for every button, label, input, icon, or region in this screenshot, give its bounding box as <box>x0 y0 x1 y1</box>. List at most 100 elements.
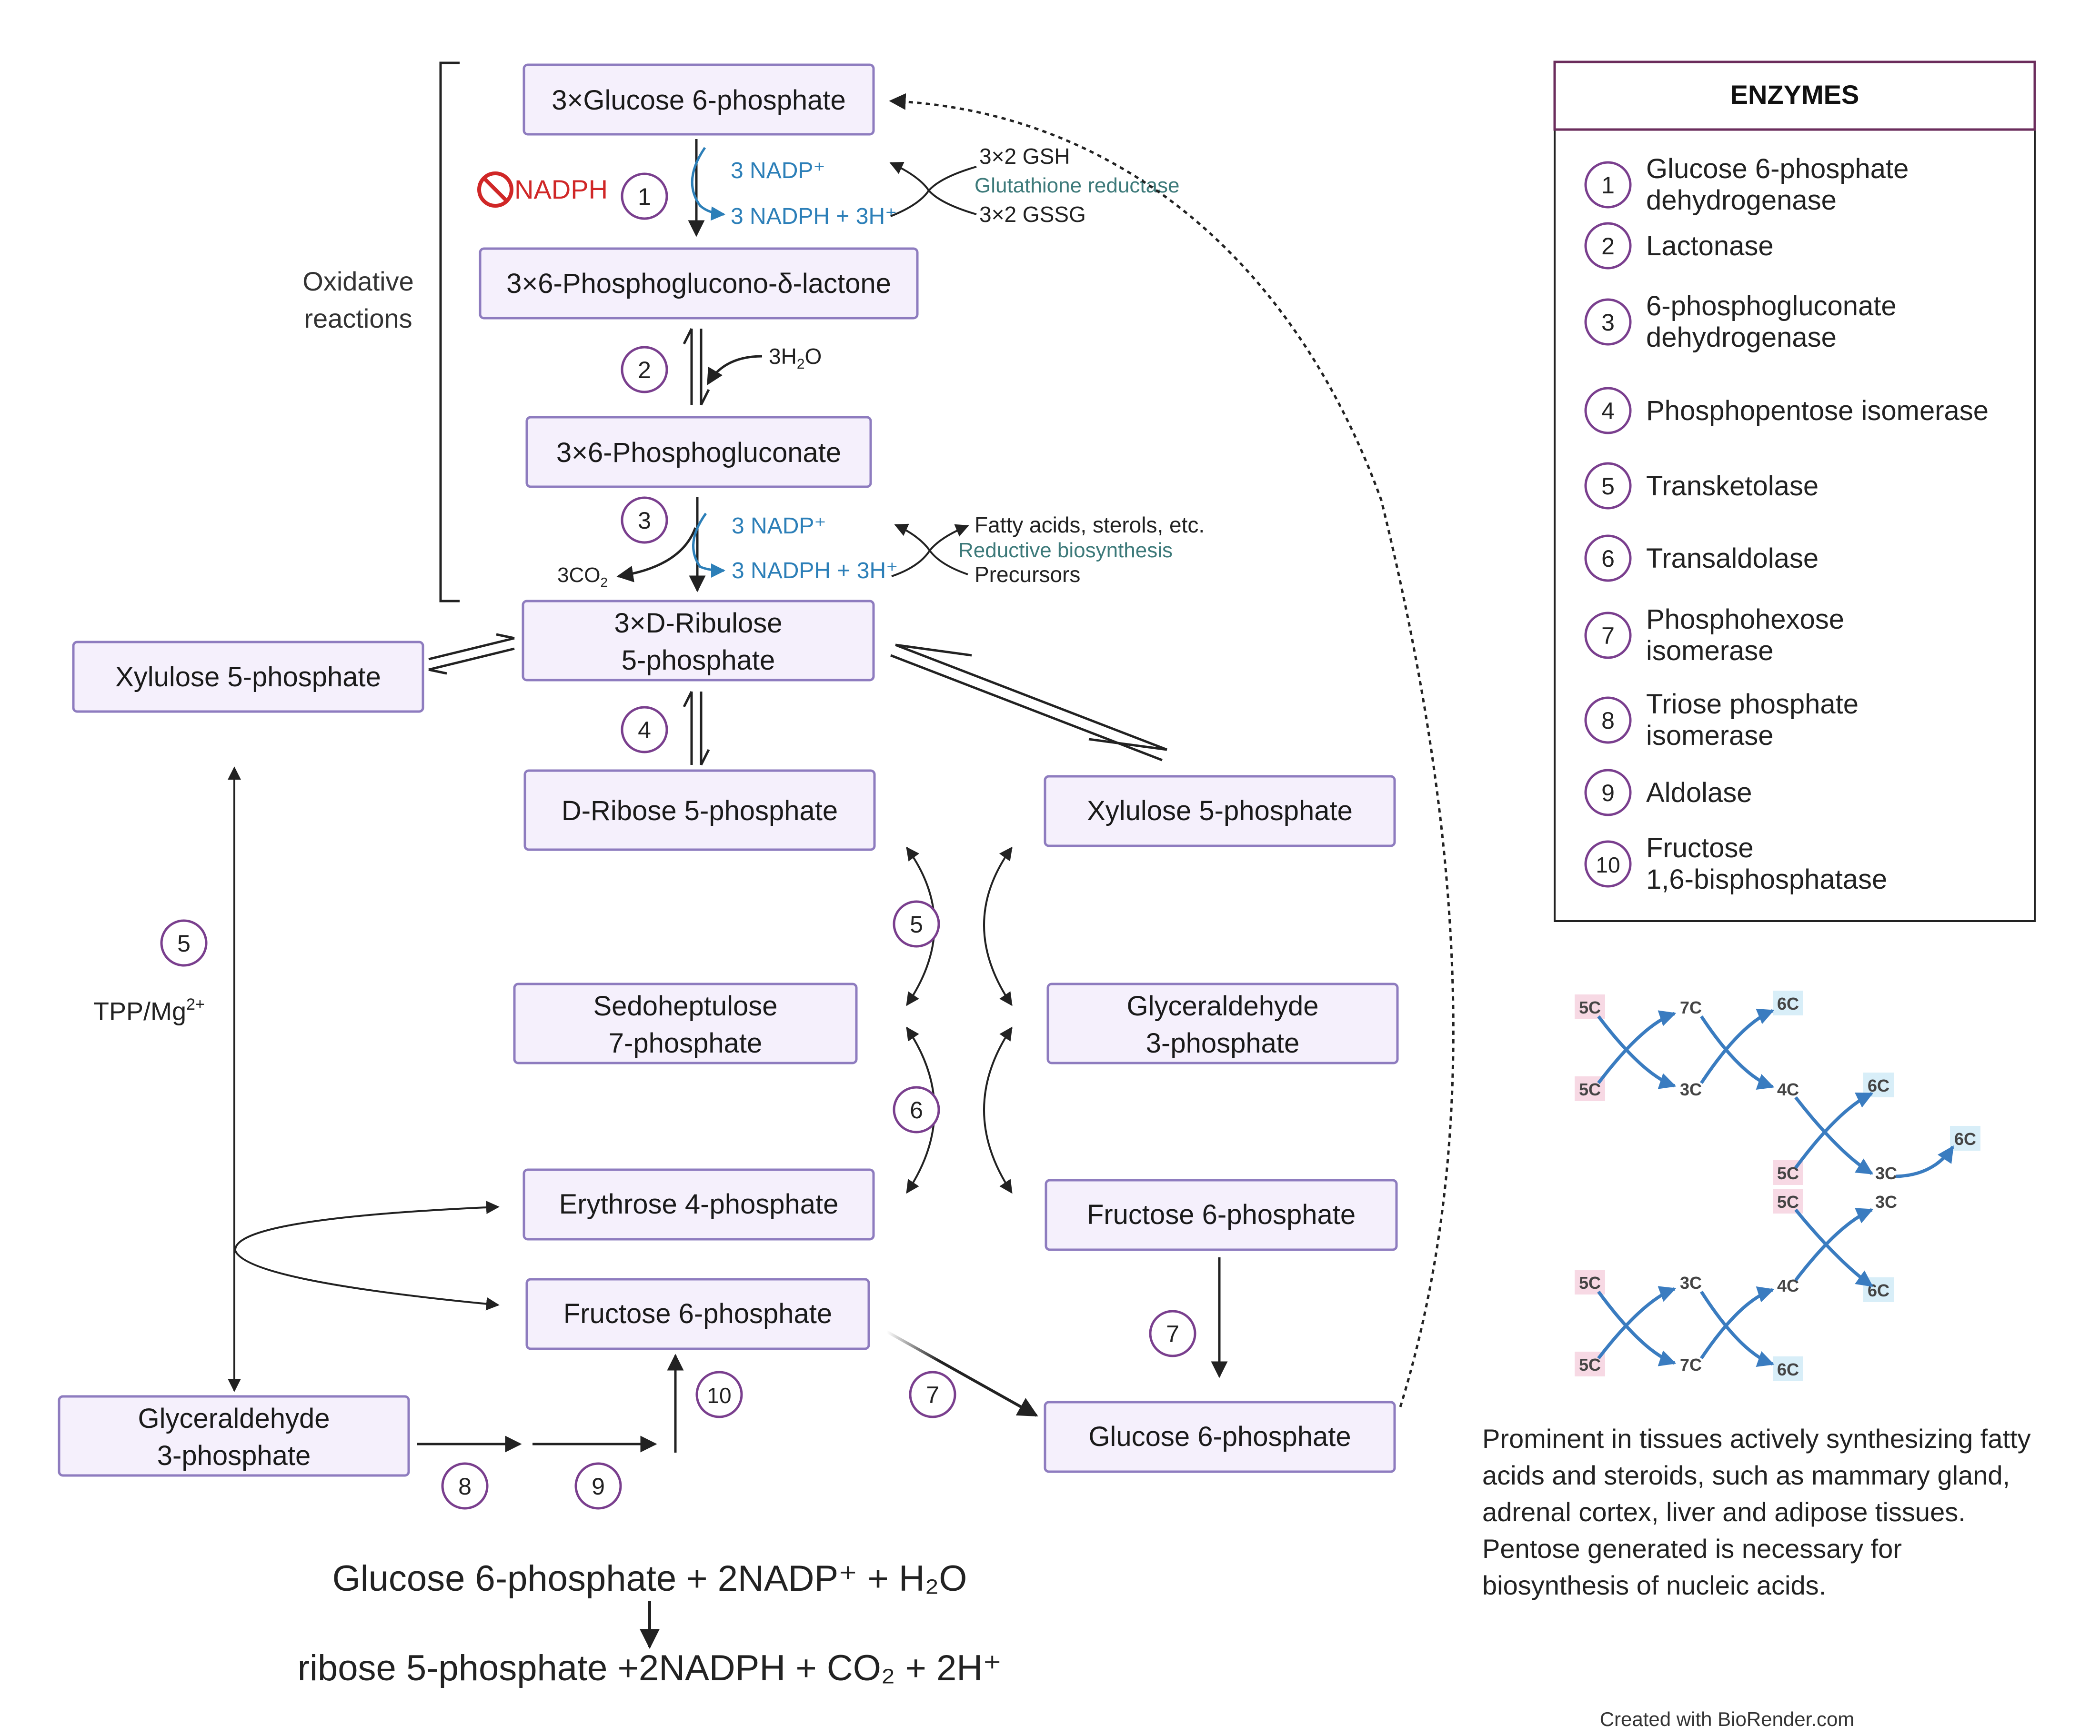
carbon-transfer-arrow <box>1597 1290 1677 1366</box>
enzyme-item: 4 Phosphopentose isomerase <box>1584 387 1989 434</box>
carbon-transfer-arrow <box>1597 1010 1677 1084</box>
water-label: 3H2O <box>769 344 822 372</box>
svg-text:1: 1 <box>638 183 651 210</box>
enzyme-number-circle <box>1584 769 1632 816</box>
nadp-cofactor-curve-step1 <box>691 147 725 221</box>
equation-line-1: Glucose 6-phosphate + 2NADP⁺ + H₂O <box>332 1558 967 1599</box>
svg-text:3×D-Ribulose: 3×D-Ribulose <box>614 608 782 639</box>
carbon-label: 3C <box>1875 1192 1897 1212</box>
carbon-label: 6C <box>1773 1356 1803 1381</box>
enzyme-number: 4 <box>1601 398 1615 424</box>
nadp-cofactor-curve-step3 <box>692 512 725 578</box>
carbon-transfer-arrow <box>1700 1291 1775 1367</box>
svg-text:5C: 5C <box>1579 1273 1601 1293</box>
glutathione-reductase-label: Glutathione reductase <box>975 174 1180 197</box>
svg-text:6C: 6C <box>1954 1129 1976 1149</box>
equilibrium-arrow-step2 <box>700 389 710 406</box>
note-line: Prominent in tissues actively synthesizi… <box>1482 1424 2031 1454</box>
enzyme-name: Phosphopentose isomerase <box>1646 395 1989 426</box>
carbon-transfer-arrow <box>1700 1008 1775 1084</box>
svg-text:2: 2 <box>638 357 651 383</box>
note-line: acids and steroids, such as mammary glan… <box>1482 1460 2010 1490</box>
enzyme-name: 6-phosphogluconate <box>1646 291 1897 321</box>
equilibrium-arrow-ribulose-xylulose-right <box>895 643 1167 751</box>
box-phosphoglucono-lactone: 3×6-Phosphoglucono-δ-lactone <box>479 247 919 320</box>
precursors-label: Precursors <box>975 562 1080 587</box>
box-glyceraldehyde-3-phosphate-mid: Glyceraldehyde 3-phosphate <box>1046 983 1399 1064</box>
enzyme-number: 10 <box>1596 853 1620 877</box>
carbon-transfer-arrow <box>1597 1015 1677 1089</box>
equilibrium-arrow-ribulose-xylulose-right <box>890 654 1163 762</box>
box-ribulose-5-phosphate: 3×D-Ribulose 5-phosphate <box>522 600 875 682</box>
enzyme-number-circle <box>1584 298 1632 346</box>
enzyme-name: Aldolase <box>1646 777 1752 808</box>
transketolase-cross-arrow <box>983 846 1013 1006</box>
carbon-transfer-arrow <box>1794 1208 1873 1287</box>
box-ribose-5-phosphate: D-Ribose 5-phosphate <box>523 769 876 851</box>
box-phosphogluconate: 3×6-Phosphogluconate <box>525 416 872 488</box>
svg-text:5C: 5C <box>1579 1080 1601 1099</box>
svg-text:7C: 7C <box>1680 998 1702 1017</box>
box-xylulose-5-phosphate-right: Xylulose 5-phosphate <box>1044 775 1396 847</box>
svg-text:Glyceraldehyde: Glyceraldehyde <box>1127 991 1319 1022</box>
svg-text:Glucose 6-phosphate: Glucose 6-phosphate <box>1088 1421 1351 1452</box>
svg-text:3×6-Phosphoglucono-δ-lactone: 3×6-Phosphoglucono-δ-lactone <box>506 268 891 299</box>
svg-text:6C: 6C <box>1868 1076 1889 1095</box>
equilibrium-arrow-ribulose-xylulose <box>428 647 515 671</box>
carbon-transfer-arrow <box>1895 1145 1954 1178</box>
equilibrium-arrow-ribulose-xylulose <box>428 637 515 661</box>
enzyme-number: 2 <box>1601 233 1615 260</box>
enzyme-number-circle <box>1584 696 1632 744</box>
note-line: Pentose generated is necessary for <box>1482 1534 1902 1564</box>
carbon-transfer-arrow <box>1794 1208 1874 1282</box>
equilibrium-arrow-step2 <box>683 328 693 345</box>
note-line: biosynthesis of nucleic acids. <box>1482 1570 1826 1600</box>
svg-text:5C: 5C <box>1579 998 1601 1017</box>
svg-text:10: 10 <box>707 1383 731 1408</box>
oxidative-label: reactions <box>304 303 412 333</box>
enzyme-name: dehydrogenase <box>1646 185 1837 216</box>
enzyme-name: Glucose 6-phosphate <box>1646 153 1909 184</box>
svg-text:3: 3 <box>638 507 651 534</box>
svg-text:5C: 5C <box>1579 1355 1601 1375</box>
carbon-transfer-arrow <box>1700 1286 1775 1359</box>
carbon-transfer-arrow <box>1794 1096 1873 1175</box>
svg-text:3C: 3C <box>1875 1192 1897 1212</box>
carbon-label: 6C <box>1863 1073 1894 1097</box>
enzyme-name: Lactonase <box>1646 231 1774 261</box>
carbon-label: 4C <box>1777 1080 1799 1099</box>
nadph-label-step3: 3 NADPH + 3H⁺ <box>732 558 898 583</box>
enzyme-name: dehydrogenase <box>1646 322 1837 353</box>
svg-text:3-phosphate: 3-phosphate <box>157 1440 311 1471</box>
enzyme-name: Fructose <box>1646 833 1754 863</box>
svg-text:4C: 4C <box>1777 1080 1799 1099</box>
box-fructose-6-phosphate-mid: Fructose 6-phosphate <box>525 1278 870 1350</box>
svg-text:6: 6 <box>910 1097 923 1124</box>
enzyme-number: 3 <box>1601 309 1615 336</box>
branch-arrow-fructose <box>234 1250 500 1311</box>
glutathione-exchange-arrow <box>927 166 977 215</box>
box-glyceraldehyde-3-phosphate-left: Glyceraldehyde 3-phosphate <box>58 1395 410 1477</box>
oxidative-label: Oxidative <box>302 266 413 296</box>
carbon-label: 5C <box>1773 1160 1803 1185</box>
enzyme-number-circle <box>1584 222 1632 270</box>
box-fructose-6-phosphate-right: Fructose 6-phosphate <box>1045 1179 1398 1251</box>
svg-text:5C: 5C <box>1777 1192 1799 1212</box>
svg-text:Fructose 6-phosphate: Fructose 6-phosphate <box>563 1298 832 1329</box>
enzymes-title: ENZYMES <box>1730 80 1859 110</box>
equilibrium-arrow-ribulose-xylulose-right <box>895 643 972 657</box>
enzyme-name: Phosphohexose <box>1646 604 1844 635</box>
carbon-label: 7C <box>1680 1355 1702 1375</box>
enzyme-number-circle <box>1584 534 1632 582</box>
svg-text:5: 5 <box>177 930 191 957</box>
carbon-label: 3C <box>1875 1164 1897 1183</box>
carbon-label: 5C <box>1575 994 1605 1019</box>
enzyme-number: 7 <box>1601 622 1615 649</box>
box-glucose-6-phosphate-top: 3×Glucose 6-phosphate <box>522 63 875 136</box>
co2-output-arrow <box>616 527 697 582</box>
nadp-label-step1: 3 NADP⁺ <box>731 158 825 183</box>
svg-text:5: 5 <box>910 911 923 938</box>
